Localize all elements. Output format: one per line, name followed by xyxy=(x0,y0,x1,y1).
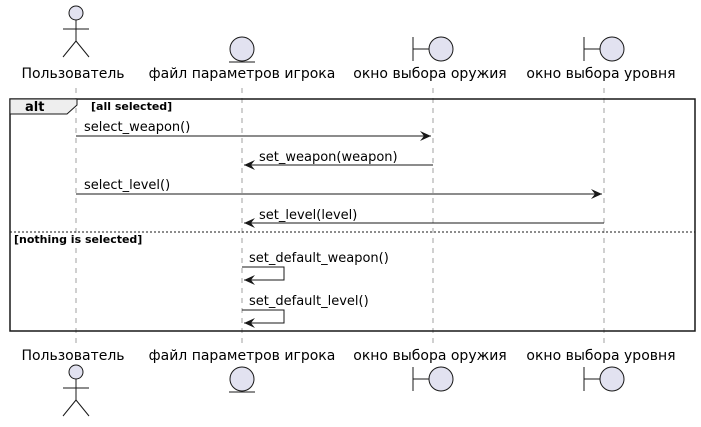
message-label-set-default-weapon: set_default_weapon() xyxy=(249,251,389,266)
message-label-set-level: set_level(level) xyxy=(259,208,357,223)
participant-label-user-top: Пользователь xyxy=(21,66,124,82)
alt-header xyxy=(9,98,78,115)
message-arrow-set-default-weapon xyxy=(242,266,285,285)
message-label-set-weapon: set_weapon(weapon) xyxy=(259,150,398,165)
entity-icon xyxy=(229,36,255,63)
messages xyxy=(76,131,604,328)
alt-guard-1: [all selected] xyxy=(91,100,172,113)
participant-label-weapon-top: окно выбора оружия xyxy=(353,66,506,82)
boundary-icon xyxy=(412,366,454,392)
participant-label-level-bottom: окно выбора уровня xyxy=(526,348,675,364)
lifelines xyxy=(75,88,605,343)
message-arrow-set-default-level xyxy=(242,309,285,328)
participant-label-user-bottom: Пользователь xyxy=(21,348,124,364)
participant-label-level-top: окно выбора уровня xyxy=(526,66,675,82)
entity-icon xyxy=(229,366,255,393)
actor-icon xyxy=(62,5,90,58)
participant-label-file-top: файл параметров игрока xyxy=(149,66,336,82)
message-label-select-level: select_level() xyxy=(84,178,170,193)
boundary-icon xyxy=(583,366,625,392)
boundary-icon xyxy=(412,36,454,62)
alt-guard-2: [nothing is selected] xyxy=(14,233,142,246)
participant-label-file-bottom: файл параметров игрока xyxy=(149,348,336,364)
message-label-set-default-level: set_default_level() xyxy=(249,294,369,309)
alt-fragment: alt [all selected] [nothing is selected] xyxy=(9,98,696,332)
participant-label-weapon-bottom: окно выбора оружия xyxy=(353,348,506,364)
actor-icon xyxy=(62,364,90,417)
alt-keyword: alt xyxy=(25,100,44,115)
message-label-select-weapon: select_weapon() xyxy=(84,120,190,135)
boundary-icon xyxy=(583,36,625,62)
